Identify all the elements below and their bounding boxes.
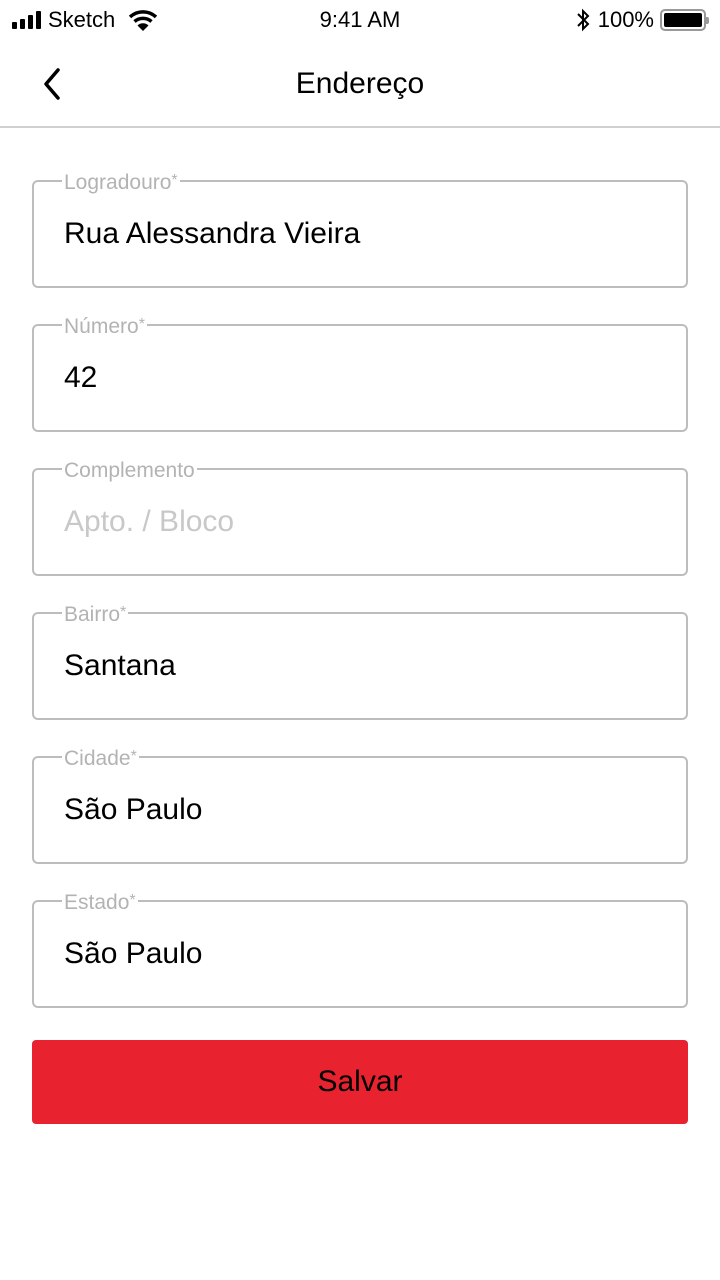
required-mark: *: [130, 748, 137, 765]
back-button[interactable]: [36, 62, 76, 106]
battery-percent: 100%: [597, 7, 654, 32]
field-outline: Complemento: [32, 459, 688, 576]
chevron-left-icon: [44, 68, 60, 100]
status-time: 9:41 AM: [319, 7, 401, 32]
address-form: Logradouro* Número* Complemento Bairro* …: [32, 171, 688, 1040]
field-outline: Cidade*: [32, 747, 688, 864]
required-mark: *: [129, 892, 136, 909]
field-label: Logradouro*: [64, 171, 178, 194]
field-outline: Estado*: [32, 891, 688, 1008]
save-button[interactable]: Salvar: [32, 1040, 688, 1124]
required-mark: *: [120, 604, 127, 621]
field-outline: Logradouro*: [32, 171, 688, 288]
wifi-icon: [129, 10, 158, 31]
status-bar: Sketch 9:41 AM 100%: [0, 0, 720, 40]
carrier-label: Sketch: [48, 7, 116, 32]
cidade-field[interactable]: Cidade*: [32, 747, 688, 864]
complemento-input[interactable]: [64, 504, 668, 540]
signal-icon: [12, 11, 41, 29]
numero-field[interactable]: Número*: [32, 315, 688, 432]
bairro-input[interactable]: [64, 648, 668, 684]
field-label: Bairro*: [64, 603, 127, 626]
field-label: Complemento: [64, 459, 195, 482]
estado-input[interactable]: [64, 936, 668, 972]
complemento-field[interactable]: Complemento: [32, 459, 688, 576]
estado-field[interactable]: Estado*: [32, 891, 688, 1008]
field-label: Cidade*: [64, 747, 137, 770]
logradouro-field[interactable]: Logradouro*: [32, 171, 688, 288]
battery-icon: [660, 9, 709, 31]
field-outline: Bairro*: [32, 603, 688, 720]
field-label: Número*: [64, 315, 145, 338]
cidade-input[interactable]: [64, 792, 668, 828]
field-outline: Número*: [32, 315, 688, 432]
logradouro-input[interactable]: [64, 216, 668, 252]
field-label: Estado*: [64, 891, 136, 914]
bluetooth-icon: [577, 8, 590, 32]
status-left: Sketch: [12, 7, 158, 33]
bairro-field[interactable]: Bairro*: [32, 603, 688, 720]
navigation-bar: Endereço: [0, 40, 720, 128]
required-mark: *: [171, 172, 178, 189]
numero-input[interactable]: [64, 360, 668, 396]
page-title: Endereço: [295, 67, 425, 100]
required-mark: *: [138, 316, 145, 333]
status-right: 100%: [576, 7, 709, 33]
